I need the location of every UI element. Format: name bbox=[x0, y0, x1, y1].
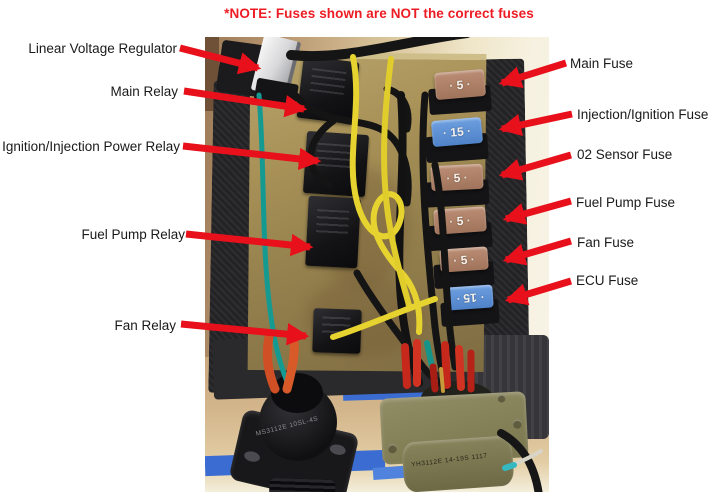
flange-bolt bbox=[387, 444, 398, 454]
main-relay bbox=[296, 55, 360, 125]
main-fuse: 5 bbox=[433, 68, 487, 101]
fan-fuse: 5 bbox=[439, 246, 489, 273]
fuel-pump-fuse: 5 bbox=[433, 206, 487, 235]
label-fuel-pump-relay: Fuel Pump Relay bbox=[81, 227, 185, 242]
label-ignition-injection-power-relay: Ignition/Injection Power Relay bbox=[2, 139, 180, 154]
fuel-pump-relay bbox=[305, 195, 361, 269]
ignition-injection-power-relay bbox=[302, 130, 370, 198]
connector-threads bbox=[268, 477, 336, 492]
mounting-hole bbox=[243, 449, 261, 464]
injection-ignition-fuse: 15 bbox=[430, 116, 484, 148]
note-title: *NOTE: Fuses shown are NOT the correct f… bbox=[224, 6, 534, 21]
label-main-fuse: Main Fuse bbox=[570, 56, 634, 71]
flange-bolt bbox=[512, 419, 523, 429]
label-fan-relay: Fan Relay bbox=[114, 318, 176, 333]
label-ecu-fuse: ECU Fuse bbox=[576, 273, 639, 288]
olive-circular-connector: YH3112E 14-19S 1117 bbox=[377, 381, 533, 492]
label-fuel-pump-fuse: Fuel Pump Fuse bbox=[576, 195, 676, 210]
mounting-hole bbox=[328, 442, 347, 457]
label-02-sensor-fuse: 02 Sensor Fuse bbox=[577, 147, 673, 162]
fan-relay bbox=[312, 308, 362, 354]
board-photo: 5 15 5 5 5 15 MS3112E 10SL-4S bbox=[205, 37, 549, 492]
label-fan-fuse: Fan Fuse bbox=[577, 235, 635, 250]
label-main-relay: Main Relay bbox=[110, 84, 178, 99]
black-circular-connector: MS3112E 10SL-4S bbox=[228, 373, 365, 492]
o2-sensor-fuse: 5 bbox=[430, 163, 484, 192]
label-injection-ignition-fuse: Injection/Ignition Fuse bbox=[577, 107, 709, 122]
ecu-fuse: 15 bbox=[446, 284, 494, 311]
connector-cap bbox=[271, 373, 323, 413]
flange-bolt bbox=[497, 394, 506, 403]
label-linear-voltage-regulator: Linear Voltage Regulator bbox=[28, 41, 177, 56]
